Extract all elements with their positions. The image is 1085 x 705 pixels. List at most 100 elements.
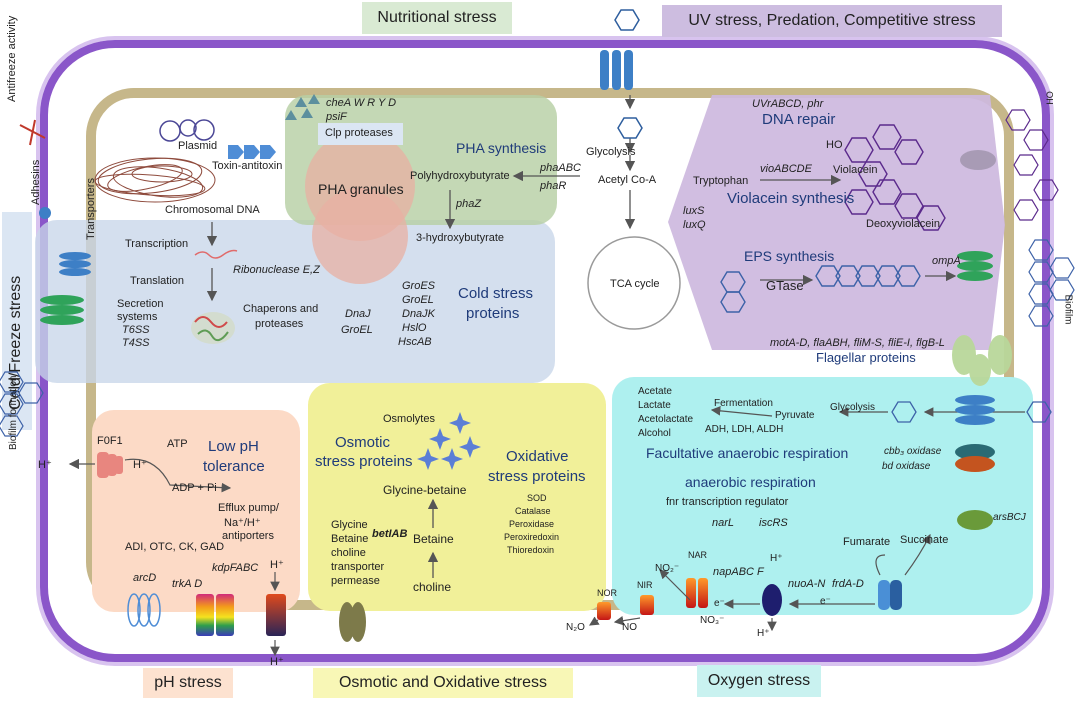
glucose-hexagon-icon	[614, 9, 643, 139]
ph-stress-label: pH stress	[143, 668, 233, 698]
chea-genes-label: cheA W R Y D	[326, 97, 397, 109]
glycine-betaine-label: Glycine-betaine	[383, 483, 467, 497]
acetolactate-label: Acetolactate	[638, 414, 694, 425]
cbb3-label: cbb₃ oxidase	[884, 446, 942, 457]
biofilm-hexagon-icon	[1028, 239, 1075, 327]
t4ss-label: T4SS	[122, 337, 150, 349]
plasmid-icon	[159, 120, 181, 142]
transporter-label-2: Betaine	[331, 533, 369, 545]
atp-label: ATP	[167, 438, 188, 450]
adp-label: ADP + Pi	[172, 482, 217, 494]
right-transporter	[957, 251, 993, 281]
nutritional-stress-label: Nutritional stress	[362, 2, 512, 34]
oxidase-complex	[955, 395, 995, 472]
cold-stress-title-1: Cold stress	[458, 285, 534, 302]
napabcf-label: napABC F	[713, 566, 764, 578]
plasmid-icon	[179, 119, 197, 137]
osmotic-title-1: Osmotic	[335, 434, 391, 451]
biofilm-label: Biofilm	[1062, 294, 1074, 325]
toxin-antitoxin-label: Toxin-antitoxin	[212, 160, 283, 172]
proton-out-label: H⁺	[38, 459, 52, 471]
ph-enzymes-label: ADI, OTC, CK, GAD	[125, 541, 225, 553]
antifreeze-icon	[19, 119, 46, 146]
oxidative-item: Peroxiredoxin	[504, 532, 560, 542]
frda-label: frdA-D	[832, 578, 864, 590]
nar-label: NAR	[688, 550, 708, 560]
clp-proteases-label: Clp proteases	[325, 127, 393, 139]
fumarate-label: Fumarate	[843, 536, 891, 548]
secretion-label-1: Secretion	[117, 298, 164, 310]
dnaj-label: DnaJ	[345, 308, 371, 320]
biofilm-left-icon	[0, 371, 44, 437]
arsbcj-pump	[957, 510, 993, 530]
toxin-antitoxin-icon	[228, 145, 276, 159]
ho-label: HO	[826, 139, 843, 151]
ompa-label: ompA	[932, 255, 961, 267]
phaabc-label: phaABC	[540, 162, 581, 174]
chaperons-label: Chaperons and	[243, 303, 319, 315]
f0f1-label: F0F1	[97, 435, 123, 447]
h-plus-oxygen-bottom: H⁺	[757, 628, 770, 639]
antifreeze-label: Antifreeze activity	[6, 15, 18, 102]
no-label: NO	[622, 622, 637, 633]
nir-complex	[640, 595, 654, 615]
no2-label: NO₂⁻	[655, 563, 680, 574]
nir-label: NIR	[637, 580, 653, 590]
uv-panel	[668, 95, 1005, 350]
violacein-synthesis-title: Violacein synthesis	[727, 190, 855, 207]
tca-cycle-label: TCA cycle	[610, 278, 660, 290]
betiab-label: betIAB	[372, 528, 408, 540]
h-plus-bottom-label: H⁺	[270, 656, 284, 668]
oxygen-stress-label: Oxygen stress	[697, 665, 821, 697]
hslo-label: HslO	[402, 322, 427, 334]
f0f1-atpase	[97, 452, 123, 478]
oxidative-item: SOD	[527, 493, 547, 503]
electron-label-2: e⁻	[820, 596, 831, 607]
uv-stress-label: UV stress, Predation, Competitive stress	[662, 5, 1002, 37]
fnr-label: fnr transcription regulator	[666, 496, 789, 508]
electron-label-1: e⁻	[714, 598, 725, 609]
flagellar-motor	[952, 335, 1012, 386]
nor-complex	[597, 602, 611, 620]
efflux-label-3: antiporters	[222, 530, 274, 542]
lactate-label: Lactate	[638, 400, 671, 411]
transporters-label: Transporters	[85, 178, 97, 240]
tca-circle	[587, 236, 681, 330]
secretion-label-2: systems	[117, 311, 158, 323]
alcohol-label: Alcohol	[638, 428, 671, 439]
transcription-label: Transcription	[125, 238, 189, 250]
hscab-label: HscAB	[398, 336, 432, 348]
oxygen-hexagon-icon	[891, 401, 1052, 423]
trkad-transporter	[196, 594, 234, 636]
oxidative-title-2: stress proteins	[488, 468, 586, 485]
oxidative-item: Peroxidase	[509, 519, 555, 529]
succinate-label: Succinate	[900, 534, 949, 546]
flagellar-title: Flagellar proteins	[816, 350, 916, 365]
oxidative-title-1: Oxidative	[506, 448, 569, 465]
glycolysis-label: Glycolysis	[586, 146, 636, 158]
pha-granules-label: PHA granules	[318, 181, 404, 197]
ho-outside-label: HO	[1044, 91, 1055, 105]
nar-complex	[686, 578, 708, 608]
nor-label: NOR	[597, 588, 617, 598]
low-ph-title-1: Low pH	[208, 438, 259, 455]
phaz-label: phaZ	[456, 198, 482, 210]
narl-label: narL	[712, 517, 735, 529]
phar-label: phaR	[540, 180, 567, 192]
ph-panel	[92, 410, 300, 612]
luxq-label: luxQ	[683, 219, 706, 231]
h-plus-top-label: H⁺	[270, 559, 284, 571]
pyruvate-label: Pyruvate	[775, 410, 815, 421]
frda-complex	[878, 580, 902, 610]
pha-synthesis-title: PHA synthesis	[456, 140, 547, 156]
bd-label: bd oxidase	[882, 461, 931, 472]
transporter-label-5: permease	[331, 575, 380, 587]
chromosomal-dna-label: Chromosomal DNA	[165, 204, 260, 216]
groel2-label: GroEL	[402, 294, 434, 306]
transporter-label-3: choline	[331, 547, 366, 559]
biofilm-formation-label: Biofilm formation	[8, 375, 19, 450]
proteases-label: proteases	[255, 318, 304, 330]
tryptophan-label: Tryptophan	[693, 175, 749, 187]
adhesins-label: Adhesins	[30, 159, 42, 205]
acetyl-coa-label: Acetyl Co-A	[598, 174, 657, 186]
